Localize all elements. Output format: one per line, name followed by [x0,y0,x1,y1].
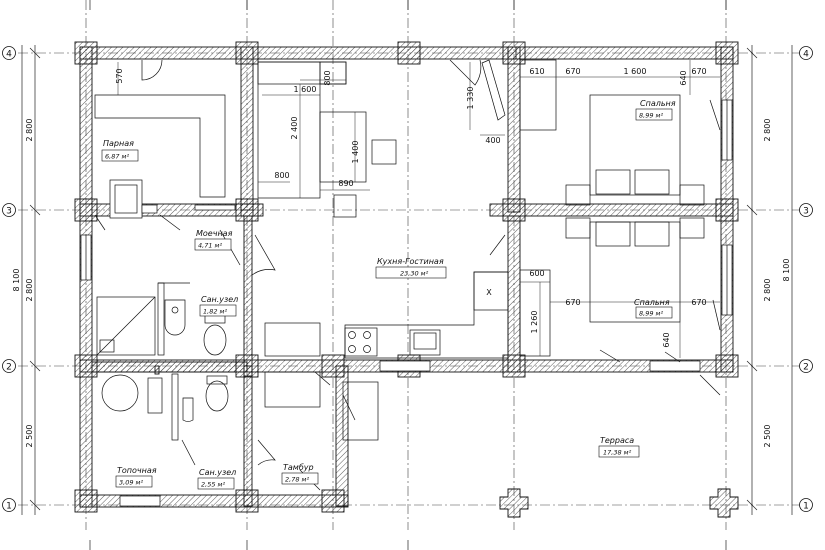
svg-text:Парная: Парная [103,139,134,148]
svg-text:Спальня: Спальня [640,99,676,108]
svg-text:Моечная: Моечная [196,229,233,238]
windows [80,99,733,507]
room-label-tambur: Тамбур 2,78 м² [281,463,319,485]
svg-text:1,82 м²: 1,82 м² [203,308,227,316]
room-label-moechnaya: Моечная 4,71 м² [194,229,233,251]
dim-int-1400: 1 400 [351,141,360,164]
dim-int-1600-bed: 1 600 [624,67,647,76]
svg-text:Сан.узел: Сан.узел [201,295,238,304]
svg-text:3: 3 [6,207,12,217]
axis-marker-left-4: 4 [2,46,16,60]
room-label-parnaya: Парная 6,87 м² [101,139,139,162]
svg-text:2: 2 [6,363,12,373]
svg-text:23,30 м²: 23,30 м² [400,270,429,278]
svg-text:Спальня: Спальня [634,298,670,307]
svg-text:8,99 м²: 8,99 м² [639,310,663,318]
dim-int-600: 600 [529,269,544,278]
dim-left-3: 2 500 [25,425,34,448]
svg-text:4: 4 [803,50,809,60]
axis-marker-left-2: 2 [2,359,16,373]
hob-marker: X [486,288,492,297]
svg-text:Топочная: Топочная [117,466,157,475]
dim-left-2: 2 800 [25,279,34,302]
dim-int-800-sofa: 800 [323,70,332,85]
svg-text:3,09 м²: 3,09 м² [119,479,143,487]
dim-right-total: 8 100 [782,259,791,282]
interior-dimension-texts: 570 1 600 800 2 400 1 400 800 890 1 330 … [115,67,707,348]
dim-int-400: 400 [485,136,500,145]
dim-int-1330: 1 330 [466,87,475,110]
svg-text:Тамбур: Тамбур [283,463,314,472]
dim-right-3: 2 500 [763,425,772,448]
dim-int-1260: 1 260 [530,311,539,334]
dim-left-total: 8 100 [12,269,21,292]
dim-int-670-bottom-right: 670 [691,298,706,307]
dim-int-670-top-right: 670 [691,67,706,76]
dim-right-2: 2 800 [763,279,772,302]
axis-markers: 4 3 2 1 4 3 2 1 [2,46,813,512]
axis-marker-right-4: 4 [799,46,813,60]
dim-int-640-top: 640 [679,70,688,85]
svg-text:4,71 м²: 4,71 м² [198,242,222,250]
dim-int-800-bottom: 800 [274,171,289,180]
room-label-sanuzel-2: Сан.узел 2,55 м² [197,468,236,490]
dim-int-640-bottom: 640 [662,332,671,347]
svg-text:3: 3 [803,207,809,217]
axis-marker-right-2: 2 [799,359,813,373]
svg-text:17,38 м²: 17,38 м² [603,449,632,457]
room-label-sanuzel-1: Сан.узел 1,82 м² [199,295,238,317]
svg-text:Сан.узел: Сан.узел [199,468,236,477]
room-label-spalnya-1: Спальня 8,99 м² [635,99,676,121]
svg-text:2,55 м²: 2,55 м² [201,481,225,489]
outer-dimension-lines [21,0,793,550]
dim-right-1: 2 800 [763,119,772,142]
svg-text:1: 1 [803,502,809,512]
svg-text:2,78 м²: 2,78 м² [285,476,309,484]
svg-text:6,87 м²: 6,87 м² [105,153,129,161]
room-label-kuhnya: Кухня-Гостиная 23,30 м² [375,257,447,279]
interior-dimension-lines [117,60,720,358]
dim-int-610: 610 [529,67,544,76]
axis-marker-right-3: 3 [799,203,813,217]
dim-int-570: 570 [115,68,124,83]
svg-text:1: 1 [6,502,12,512]
room-label-terrasa: Терраса 17,38 м² [598,436,640,458]
axis-marker-left-1: 1 [2,498,16,512]
axis-marker-left-3: 3 [2,203,16,217]
outer-dimension-texts: 2 800 2 800 2 500 8 100 2 800 2 800 2 50… [12,119,791,448]
svg-text:Кухня-Гостиная: Кухня-Гостиная [377,257,444,266]
dim-int-670-bottom-left: 670 [565,298,580,307]
dim-left-1: 2 800 [25,119,34,142]
svg-text:Терраса: Терраса [600,436,634,445]
room-label-spalnya-2: Спальня 8,99 м² [634,298,673,319]
svg-text:8,99 м²: 8,99 м² [639,112,663,120]
axis-marker-right-1: 1 [799,498,813,512]
dim-int-890: 890 [338,179,353,188]
room-label-topochnaya: Топочная 3,09 м² [115,466,157,488]
room-labels: Парная 6,87 м² Моечная 4,71 м² Сан.узел … [101,99,676,490]
dim-int-2400: 2 400 [290,117,299,140]
terrace-posts [499,488,739,518]
svg-text:2: 2 [803,363,809,373]
dim-int-670-top-left: 670 [565,67,580,76]
svg-text:4: 4 [6,50,12,60]
dim-int-1600-sofa: 1 600 [294,85,317,94]
fixtures [94,59,705,441]
